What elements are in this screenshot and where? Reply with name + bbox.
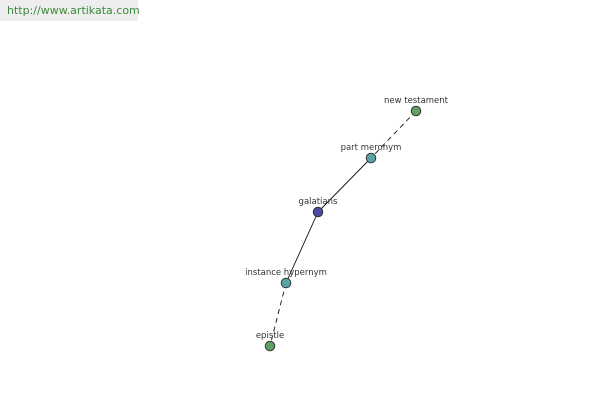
- node-part-meronym[interactable]: [365, 152, 377, 164]
- graph-edges: [269, 110, 417, 347]
- edge-galatians-instance-hypernym: [285, 211, 319, 284]
- node-label-part-meronym[interactable]: part meronym: [341, 143, 402, 153]
- edge-instance-hypernym-epistle: [269, 282, 287, 347]
- node-instance-hypernym[interactable]: [280, 277, 292, 289]
- edge-part-meronym-galatians: [317, 157, 372, 213]
- node-galatians[interactable]: [312, 206, 324, 218]
- node-new-testament[interactable]: [410, 105, 422, 117]
- site-url-link[interactable]: http://www.artikata.com: [7, 4, 140, 17]
- node-label-instance-hypernym[interactable]: instance hypernym: [245, 268, 327, 278]
- node-label-new-testament[interactable]: new testament: [384, 96, 449, 106]
- node-label-epistle[interactable]: epistle: [256, 331, 284, 341]
- node-label-galatians[interactable]: galatians: [299, 197, 338, 207]
- node-epistle[interactable]: [264, 340, 276, 352]
- url-banner: http://www.artikata.com: [0, 0, 140, 21]
- graph-nodes: new testament part meronym galatians instan…: [245, 96, 449, 352]
- edge-new-testament-part-meronym: [370, 110, 417, 159]
